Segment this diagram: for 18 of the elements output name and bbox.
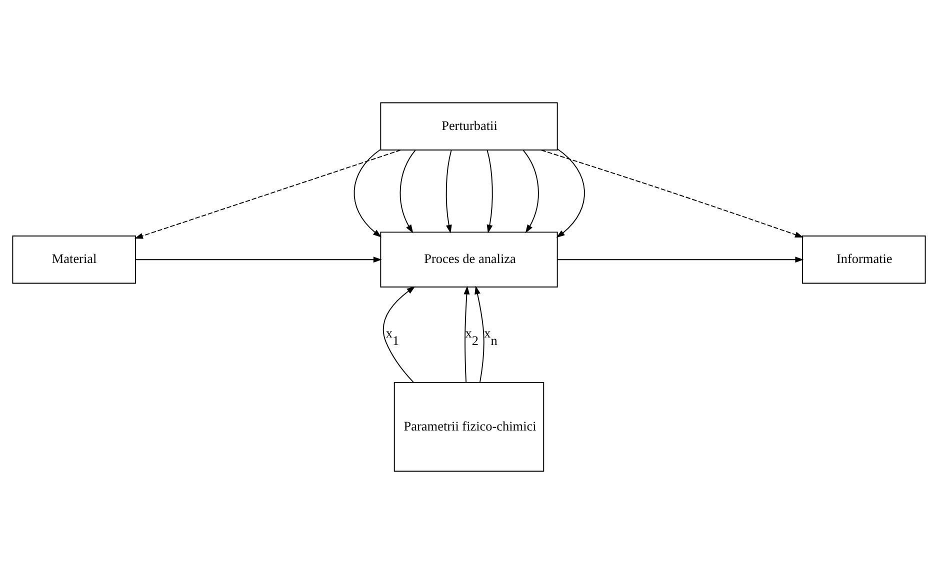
arrow — [354, 149, 382, 238]
arrow — [522, 150, 539, 234]
arrow — [557, 256, 804, 263]
arrow — [446, 150, 452, 234]
arrow — [474, 286, 484, 383]
node-box: Material — [12, 236, 136, 284]
arrow — [486, 150, 493, 234]
arrow — [556, 148, 585, 238]
arrow — [382, 286, 416, 383]
arrow — [400, 150, 416, 234]
node-box: Proces de analiza — [380, 232, 558, 288]
node-box: Parametrii fizico-chimici — [394, 382, 544, 472]
node-box: Perturbatii — [380, 102, 558, 150]
node-box: Informatie — [802, 236, 926, 284]
arrow — [540, 150, 804, 238]
arrow — [134, 150, 402, 239]
arrow — [135, 256, 382, 263]
arrow — [464, 286, 470, 383]
